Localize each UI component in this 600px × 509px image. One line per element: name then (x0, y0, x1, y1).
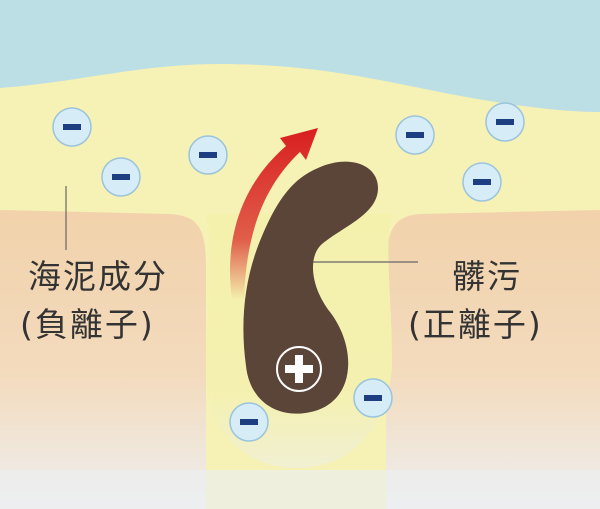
curved-arrow-icon (230, 128, 318, 300)
mud-label: 海泥成分 (28, 257, 168, 296)
base-fade (0, 470, 600, 509)
minus-icon (101, 157, 141, 197)
minus-icon (52, 107, 92, 147)
minus-icon (395, 115, 435, 155)
plus-icon (276, 346, 322, 392)
minus-icon (353, 378, 393, 418)
lower-skin-layer-right (386, 210, 600, 509)
minus-icon (229, 402, 269, 442)
dirt-particle (243, 161, 378, 414)
minus-icon (462, 162, 502, 202)
minus-icon (485, 102, 525, 142)
minus-icon (188, 135, 228, 175)
dirt-ion-label: (正離子) (408, 305, 543, 344)
mud-ion-label: (負離子) (20, 305, 155, 344)
dirt-label: 髒污 (452, 257, 522, 296)
lower-skin-layer (0, 210, 206, 509)
